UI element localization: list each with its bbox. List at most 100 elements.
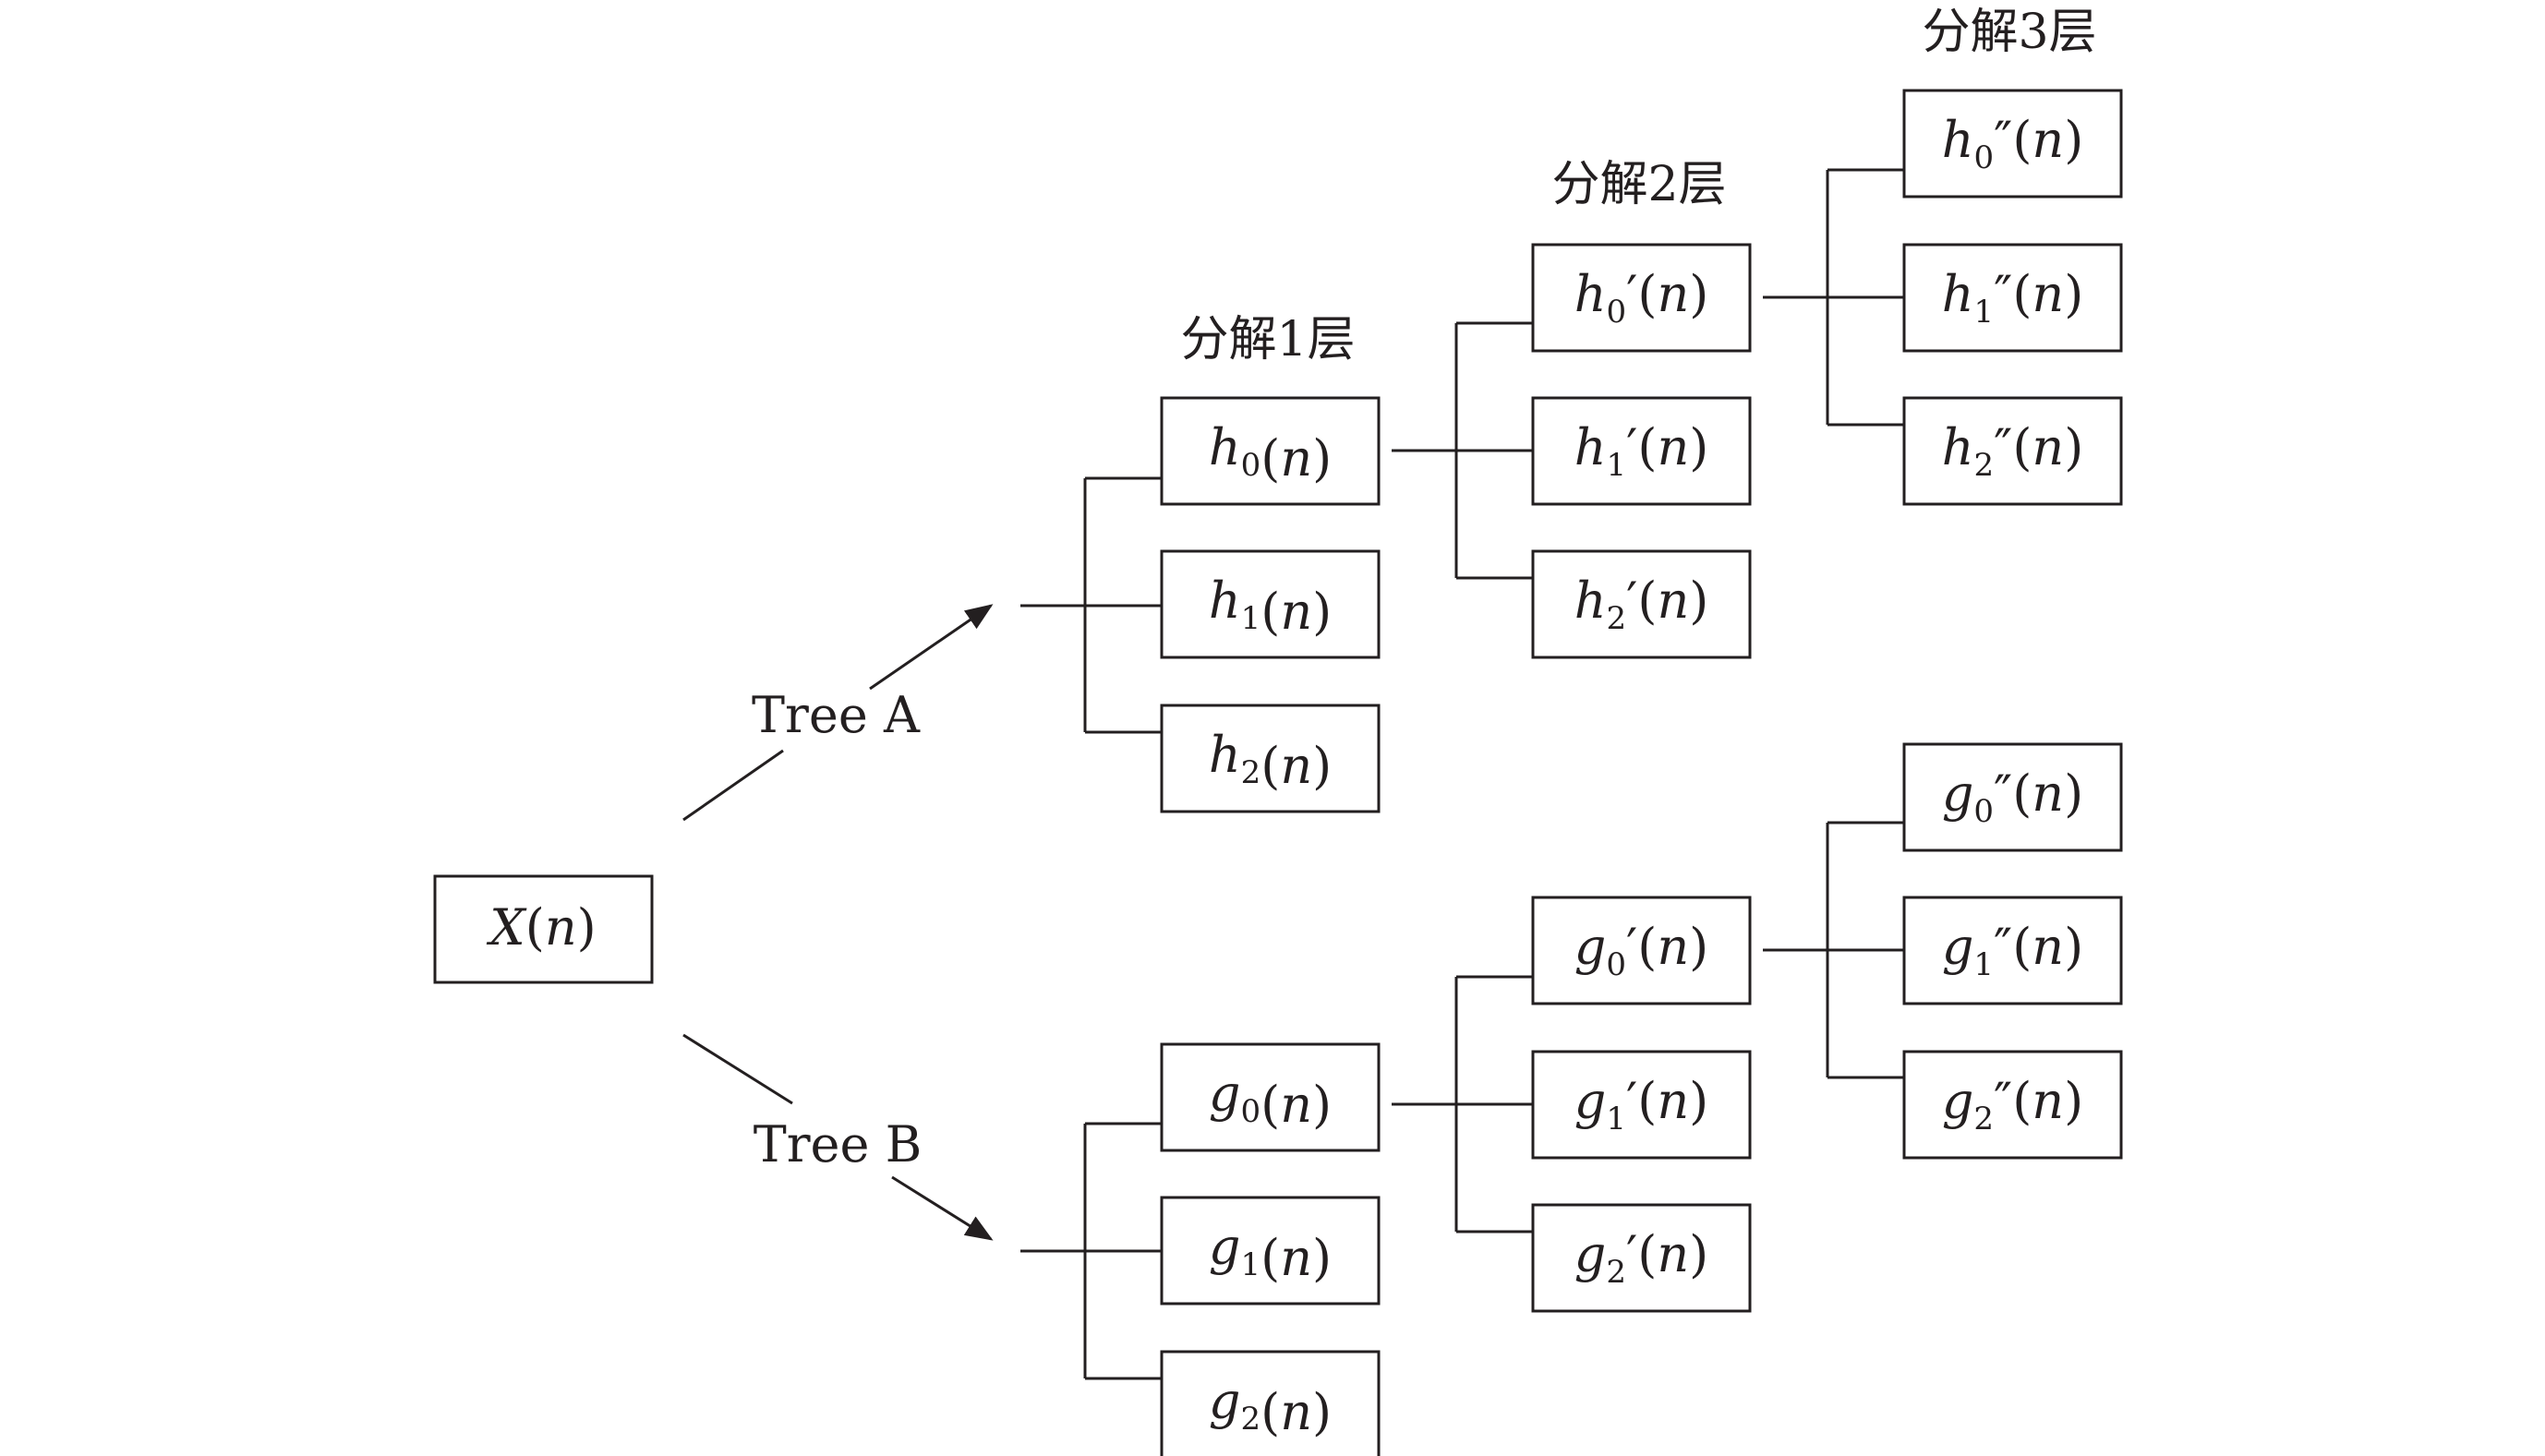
node-label: g2″(n) (1942, 1072, 2083, 1137)
node-subscript: 2 (1241, 1401, 1261, 1438)
node-box (1531, 396, 1752, 506)
open-paren: ( (2012, 111, 2032, 169)
node-subscript: 0 (1974, 139, 1995, 176)
node-arg: n (1280, 583, 1312, 641)
close-paren: ) (1689, 1225, 1708, 1283)
open-paren: ( (1260, 1229, 1280, 1287)
node-label: h2″(n) (1942, 418, 2084, 484)
node-box (1531, 1203, 1752, 1313)
node-subscript: 2 (1973, 1101, 1994, 1137)
svg-text:X(n): X(n) (486, 898, 596, 957)
level-1-header: 分解1层 (1180, 312, 1355, 367)
node-subscript: 1 (1241, 600, 1261, 637)
close-paren: ) (1312, 737, 1332, 795)
node-subscript: 0 (1241, 1093, 1261, 1130)
root-arg: n (545, 898, 577, 957)
open-paren: ( (1260, 1383, 1280, 1441)
node-subscript: 0 (1606, 294, 1626, 331)
node-var: h (1209, 726, 1241, 784)
node-g1: g1(n) (1160, 1196, 1381, 1306)
bracket-tree-a-l1 (1020, 476, 1162, 734)
node-box (1531, 243, 1752, 353)
node-label: h2′(n) (1574, 572, 1709, 637)
node-label: h1″(n) (1942, 265, 2084, 331)
open-paren: ( (1637, 1225, 1657, 1283)
node-arg: n (2032, 265, 2064, 323)
node-arg: n (2032, 418, 2064, 476)
node-var: g (1574, 1072, 1607, 1130)
node-prime: ′ (1626, 918, 1637, 976)
node-label: g1′(n) (1574, 1072, 1708, 1137)
node-box (1160, 1350, 1381, 1456)
node-prime: ″ (1994, 111, 2012, 169)
tree-a-arrow-lower (682, 749, 784, 822)
node-prime: ″ (1994, 764, 2012, 823)
node-label: h1′(n) (1574, 418, 1709, 484)
node-h2: h2(n) (1160, 704, 1381, 813)
close-paren: ) (2064, 764, 2083, 823)
node-prime: ′ (1626, 265, 1637, 323)
node-var: g (1942, 764, 1974, 823)
node-var: g (1574, 1225, 1607, 1283)
node-label: h1(n) (1209, 572, 1332, 641)
open-paren: ( (2012, 764, 2032, 823)
node-var: h (1574, 572, 1607, 630)
open-paren: ( (2012, 418, 2032, 476)
node-label: g2′(n) (1574, 1225, 1708, 1291)
node-arg: n (1280, 1229, 1312, 1287)
close-paren: ) (2064, 918, 2083, 976)
close-paren: ) (2064, 418, 2083, 476)
node-var: h (1574, 265, 1607, 323)
open-paren: ( (1260, 583, 1280, 641)
node-var: h (1574, 418, 1607, 476)
bracket-tree-b-l1 (1020, 1122, 1162, 1380)
node-label: h0″(n) (1942, 111, 2084, 176)
close-paren: ) (1689, 1072, 1708, 1130)
level-2-header: 分解2层 (1551, 157, 1726, 212)
node-subscript: 0 (1606, 946, 1626, 983)
close-paren: ) (1689, 572, 1708, 630)
close-paren: ) (1312, 583, 1332, 641)
node-prime: ′ (1626, 1072, 1637, 1130)
node-h2pp: h2″(n) (1902, 396, 2123, 506)
node-arg: n (1657, 265, 1689, 323)
close-paren: ) (1312, 429, 1332, 487)
tree-a-label: Tree A (752, 686, 921, 744)
node-g2p: g2′(n) (1531, 1203, 1752, 1313)
node-box (1160, 1196, 1381, 1306)
open-paren: ( (1637, 572, 1657, 630)
node-var: h (1209, 572, 1241, 630)
open-paren: ( (1260, 737, 1280, 795)
node-var: g (1942, 918, 1974, 976)
tree-a-arrow-upper (869, 604, 994, 691)
node-var: h (1942, 265, 1974, 323)
node-arg: n (1280, 1383, 1312, 1441)
node-var: h (1209, 418, 1241, 476)
node-prime: ″ (1994, 1072, 2012, 1130)
node-label: h0′(n) (1574, 265, 1709, 331)
node-subscript: 1 (1606, 447, 1626, 484)
node-h1: h1(n) (1160, 549, 1381, 659)
node-box (1902, 1050, 2123, 1160)
node-prime: ″ (1994, 265, 2012, 323)
node-box (1531, 896, 1752, 1005)
bracket-tree-b-l3 (1763, 821, 1904, 1079)
node-box (1902, 89, 2123, 199)
open-paren: ( (1637, 265, 1657, 323)
open-paren: ( (1637, 418, 1657, 476)
open-paren: ( (2012, 1072, 2032, 1130)
node-arg: n (1657, 1225, 1689, 1283)
node-arg: n (1280, 1076, 1312, 1134)
tree-a-branch: Tree A (682, 604, 994, 822)
node-arg: n (1657, 1072, 1689, 1130)
node-prime: ″ (1994, 918, 2012, 976)
node-arg: n (1280, 429, 1312, 487)
close-paren: ) (2064, 111, 2083, 169)
close-paren: ) (1312, 1076, 1332, 1134)
node-h2p: h2′(n) (1531, 549, 1752, 659)
node-g2pp: g2″(n) (1902, 1050, 2123, 1160)
node-box (1902, 896, 2123, 1005)
node-label: g2(n) (1209, 1372, 1332, 1441)
node-boxes: h0(n)h1(n)h2(n)h0′(n)h1′(n)h2′(n)h0″(n)h… (1160, 89, 2123, 1456)
